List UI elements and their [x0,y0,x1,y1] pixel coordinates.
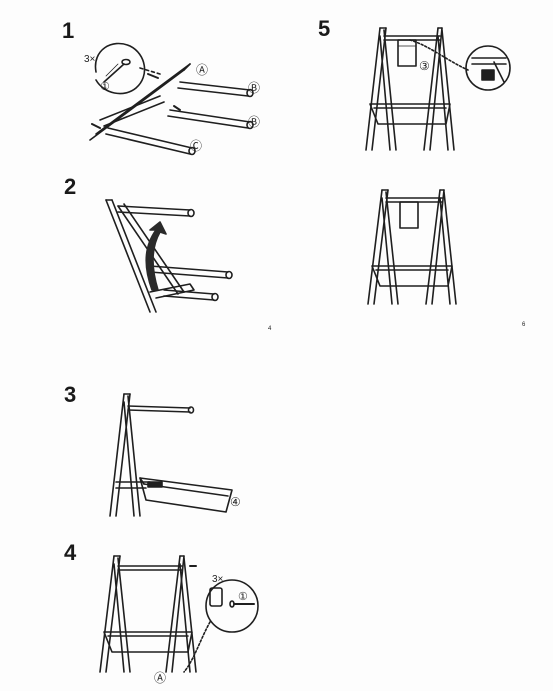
step-5-illustration-a [365,27,511,151]
rotate-arrow-icon [145,221,167,291]
step-1-callout-b2: Ⓑ [248,115,260,129]
step-4-callout-a: Ⓐ [154,671,166,685]
small-mark-b: 6 [522,322,526,328]
step-4-number: 4 [64,540,77,565]
step-5-part-label: ③ [419,59,430,73]
step-4-qty-label: 3× [212,574,224,585]
step-4-part-label: ① [238,591,248,603]
step-3-number: 3 [64,382,77,407]
step-2-number: 2 [64,174,77,199]
step-4-illustration [99,555,259,673]
step-5-illustration-b [367,189,457,305]
step-5-number: 5 [318,16,331,41]
step-1-callout-b1: Ⓑ [248,81,260,95]
step-1-part-label: ① [100,81,110,93]
small-mark-a: 4 [268,326,272,332]
step-2-illustration [105,199,233,313]
step-3-part-label: ④ [230,495,241,509]
step-1-callout-a: Ⓐ [196,63,208,77]
step-1-number: 1 [62,18,75,43]
step-3-illustration [109,393,233,517]
step-1-illustration [89,42,254,156]
step-1-qty-label: 3× [84,54,96,65]
step-1-callout-c: Ⓒ [190,139,202,153]
